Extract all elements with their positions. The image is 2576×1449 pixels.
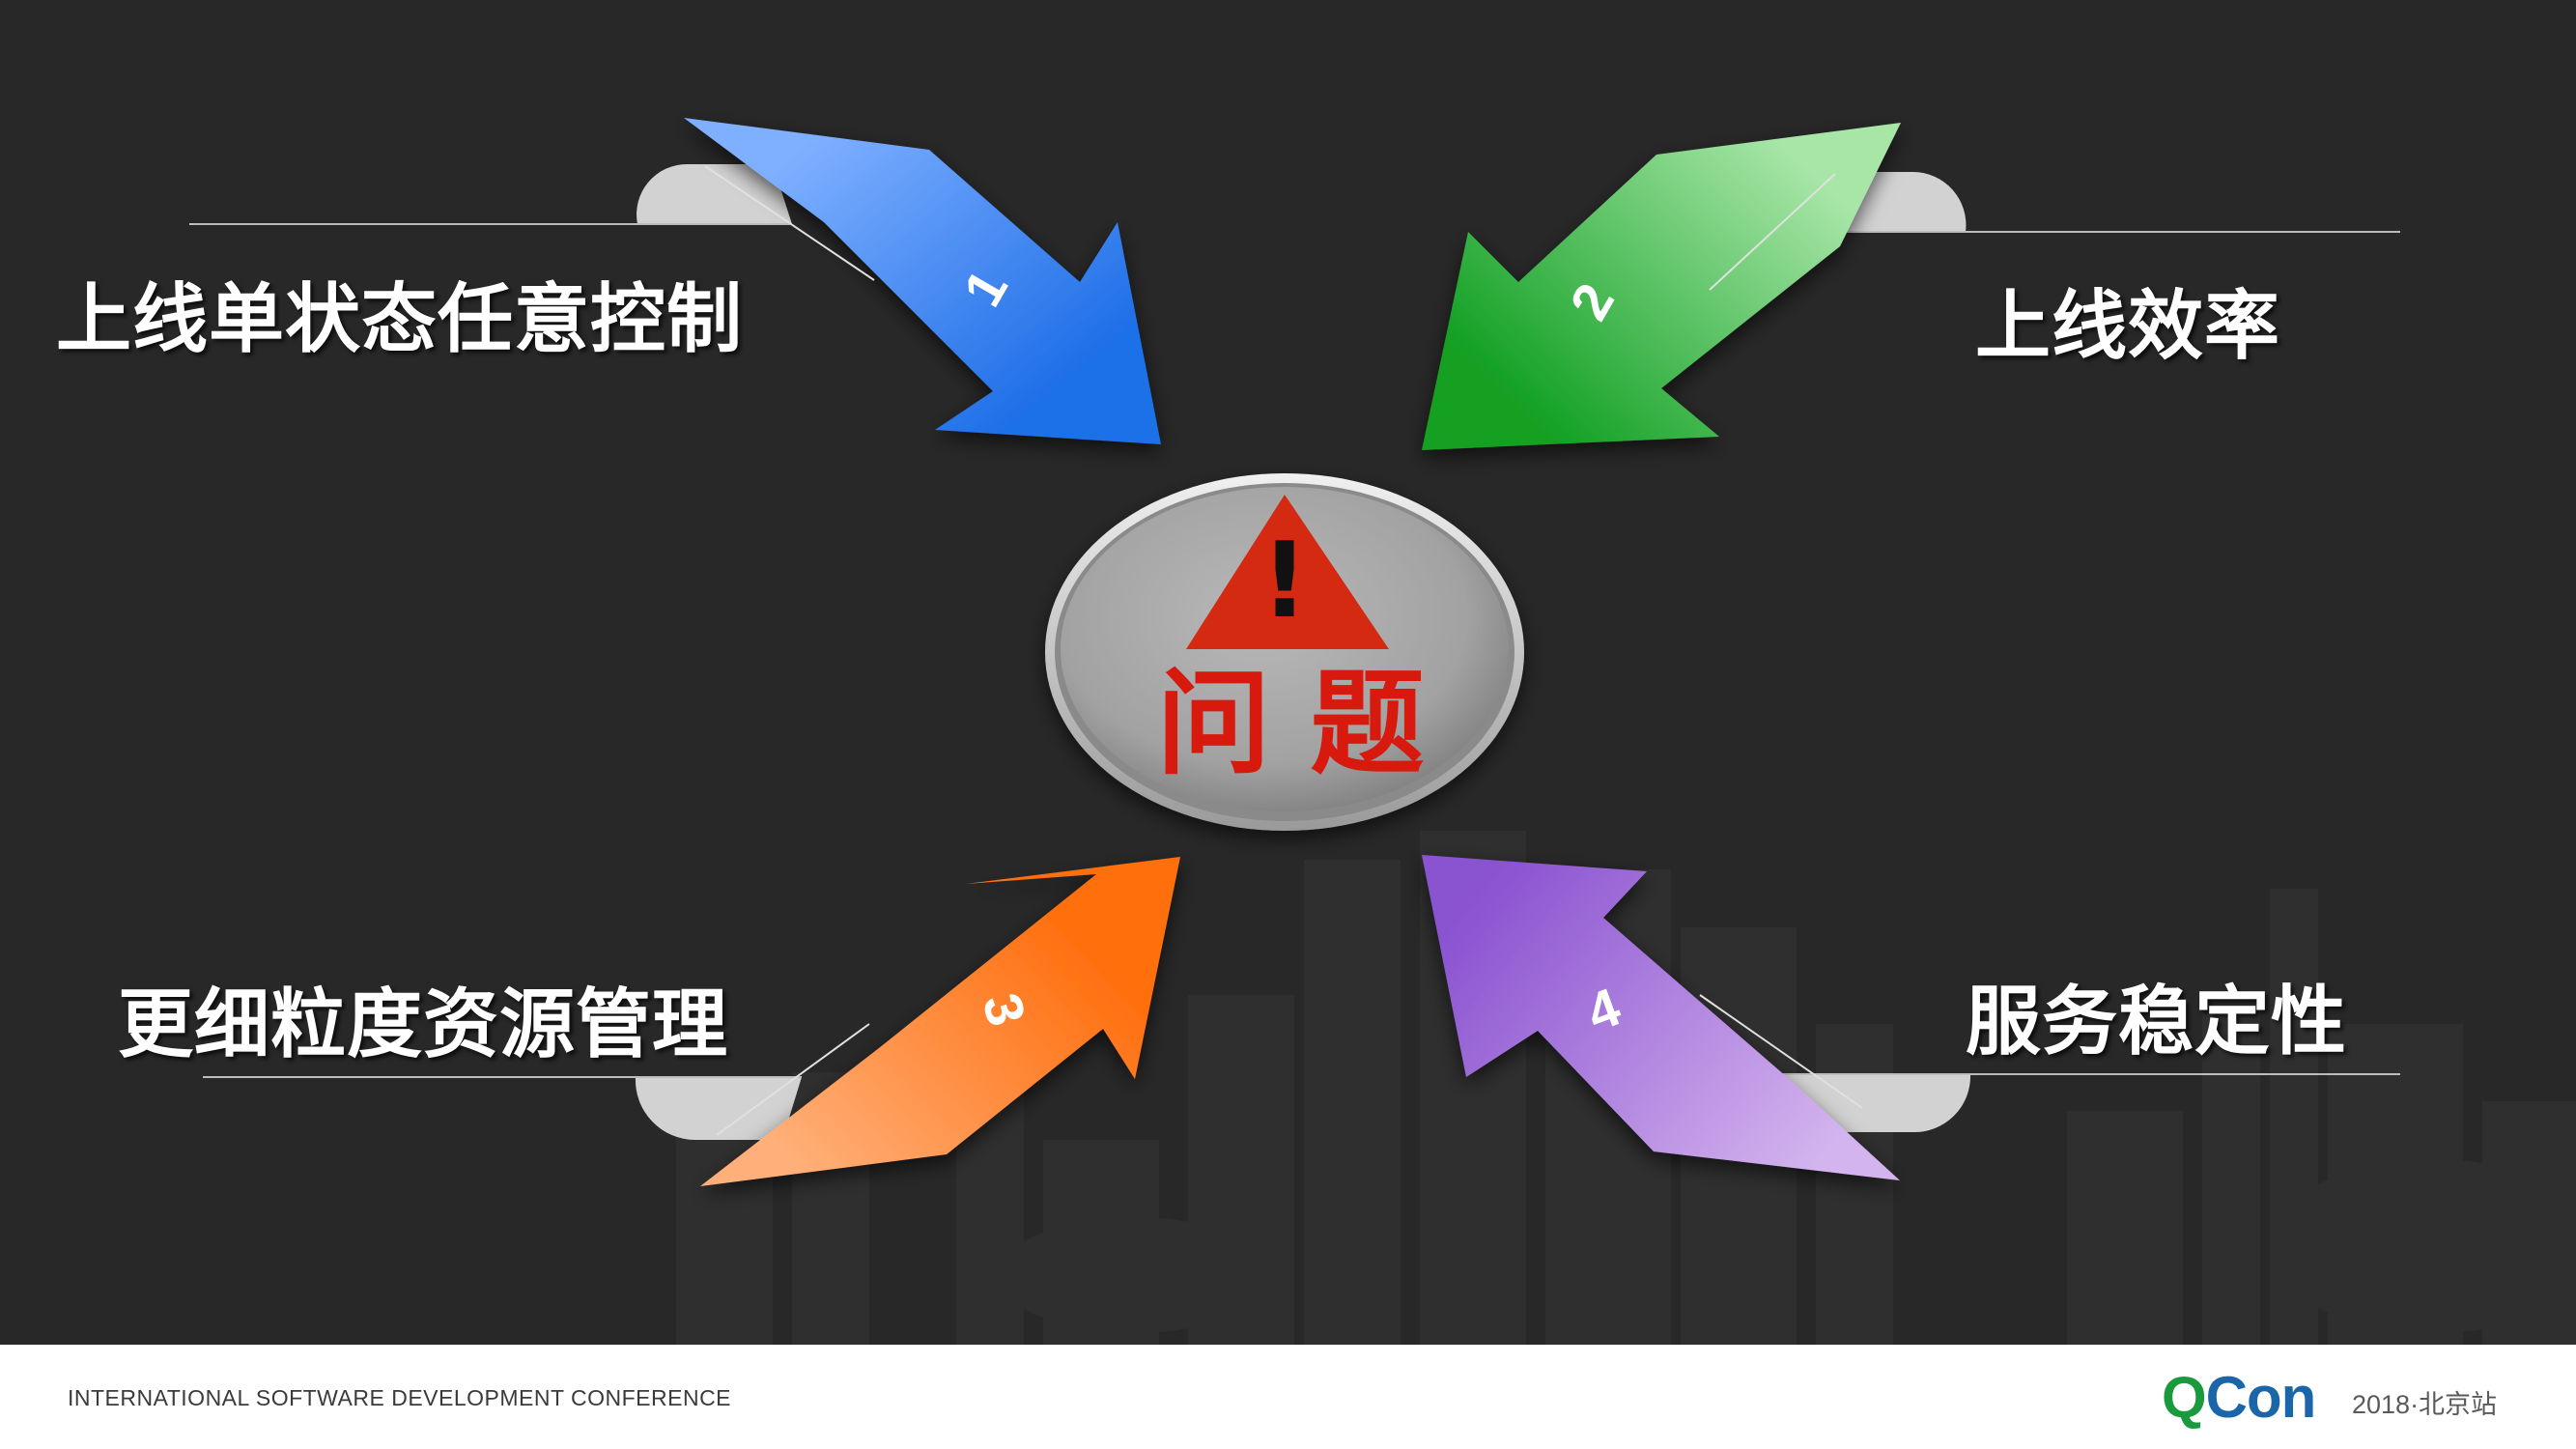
arrow-1-leader: [704, 165, 875, 281]
qcon-logo-q: Q: [2162, 1365, 2207, 1430]
conference-name: INTERNATIONAL SOFTWARE DEVELOPMENT CONFE…: [68, 1385, 732, 1410]
qcon-edition: 2018·北京站: [2352, 1390, 2498, 1419]
warning-icon: [1186, 495, 1389, 649]
arrow-3: [700, 857, 1180, 1186]
qcon-logo-con: Con: [2205, 1365, 2317, 1430]
label-tab-bottom-left: [635, 1077, 802, 1141]
label-top-right: 上线效率: [1975, 283, 2281, 370]
label-tab-top-left: [637, 163, 792, 224]
arrow-2: [1422, 123, 1901, 450]
qcon-logo: QCon: [2162, 1364, 2317, 1431]
label-bottom-left: 更细粒度资源管理: [118, 981, 729, 1068]
warning-exclamation: !: [1260, 521, 1308, 641]
slide-canvas: 1 2 3 4 ! 问 题 上线单状态任意控制 上线效率 更细粒度资源管理 服务…: [0, 0, 2576, 1345]
arrow-4: [1422, 855, 1900, 1180]
diagram: 1 2 3 4 ! 问 题: [189, 118, 2400, 1186]
problem-title: 问 题: [1156, 657, 1424, 790]
label-top-left: 上线单状态任意控制: [56, 276, 744, 363]
label-bottom-right: 服务稳定性: [1966, 979, 2348, 1065]
arrow-4-leader: [1699, 994, 1863, 1109]
arrow-2-leader: [1709, 173, 1836, 291]
arrow-3-leader: [716, 1023, 870, 1136]
arrow-1: [684, 118, 1161, 444]
footer-bar: INTERNATIONAL SOFTWARE DEVELOPMENT CONFE…: [0, 1345, 2576, 1449]
